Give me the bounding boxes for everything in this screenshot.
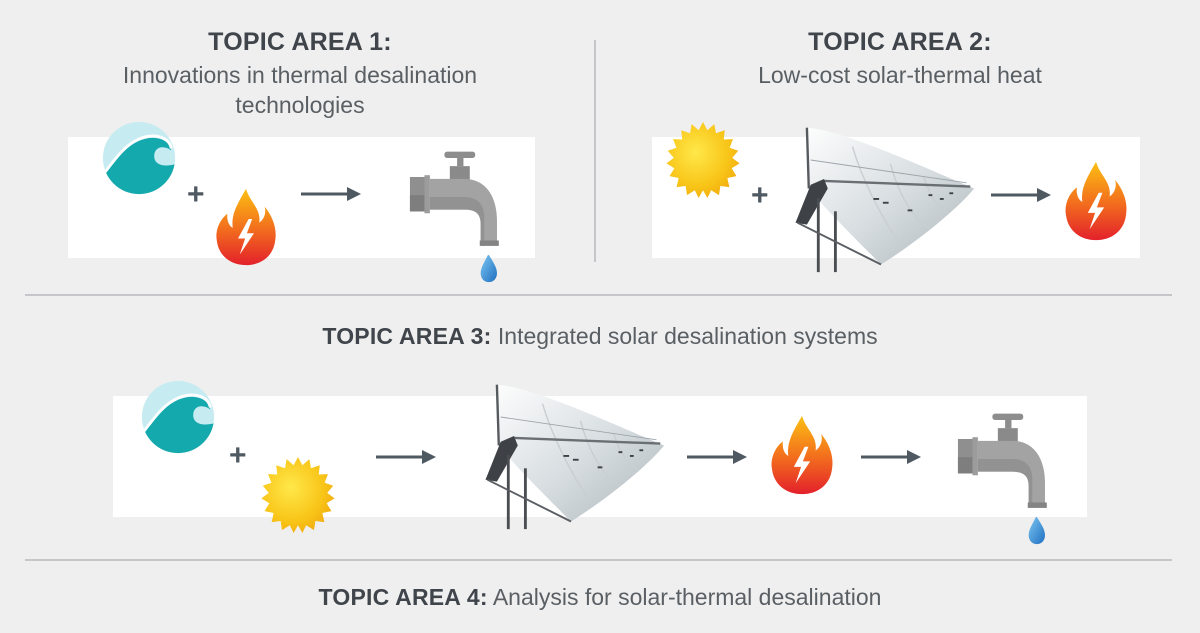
plus-sign: + (229, 439, 247, 472)
faucet-with-drop-icon (404, 148, 512, 284)
parabolic-trough-collector-icon (786, 118, 976, 278)
arrow-icon (686, 449, 748, 465)
arrow-icon (375, 449, 437, 465)
ocean-wave-icon (140, 379, 216, 455)
arrow-icon (300, 186, 362, 202)
flame-bolt-icon (1064, 160, 1128, 242)
faucet-with-drop-icon (952, 410, 1060, 546)
topic-2-description: Low-cost solar-thermal heat (758, 62, 1042, 88)
arrow-icon (990, 187, 1052, 203)
topic-2-label: TOPIC AREA 2: (808, 28, 992, 56)
horizontal-divider-1 (25, 294, 1172, 296)
topic-1-description-line2: technologies (235, 92, 365, 118)
arrow-icon (860, 449, 922, 465)
topic-3-heading: TOPIC AREA 3: Integrated solar desalinat… (0, 323, 1200, 350)
topic-1-description: Innovations in thermal desalination tech… (60, 60, 540, 120)
plus-sign: + (187, 178, 205, 211)
topic-1-description-line1: Innovations in thermal desalination (122, 62, 478, 88)
topic-4-description: Analysis for solar-thermal desalination (492, 584, 882, 610)
topic-1-label: TOPIC AREA 1: (208, 28, 392, 56)
sun-icon (664, 120, 742, 198)
vertical-divider (594, 40, 596, 262)
flame-bolt-icon (770, 414, 834, 496)
ocean-wave-icon (101, 120, 177, 196)
flame-bolt-icon (215, 186, 277, 268)
topic-3-description: Integrated solar desalination systems (497, 323, 878, 349)
topic-4-heading: TOPIC AREA 4: Analysis for solar-thermal… (0, 584, 1200, 611)
sun-icon (259, 455, 337, 533)
plus-sign: + (751, 179, 769, 212)
topic-4-label: TOPIC AREA 4: (318, 584, 488, 610)
parabolic-trough-collector-icon (476, 375, 666, 535)
horizontal-divider-2 (25, 559, 1172, 561)
topic-3-label: TOPIC AREA 3: (322, 323, 492, 349)
